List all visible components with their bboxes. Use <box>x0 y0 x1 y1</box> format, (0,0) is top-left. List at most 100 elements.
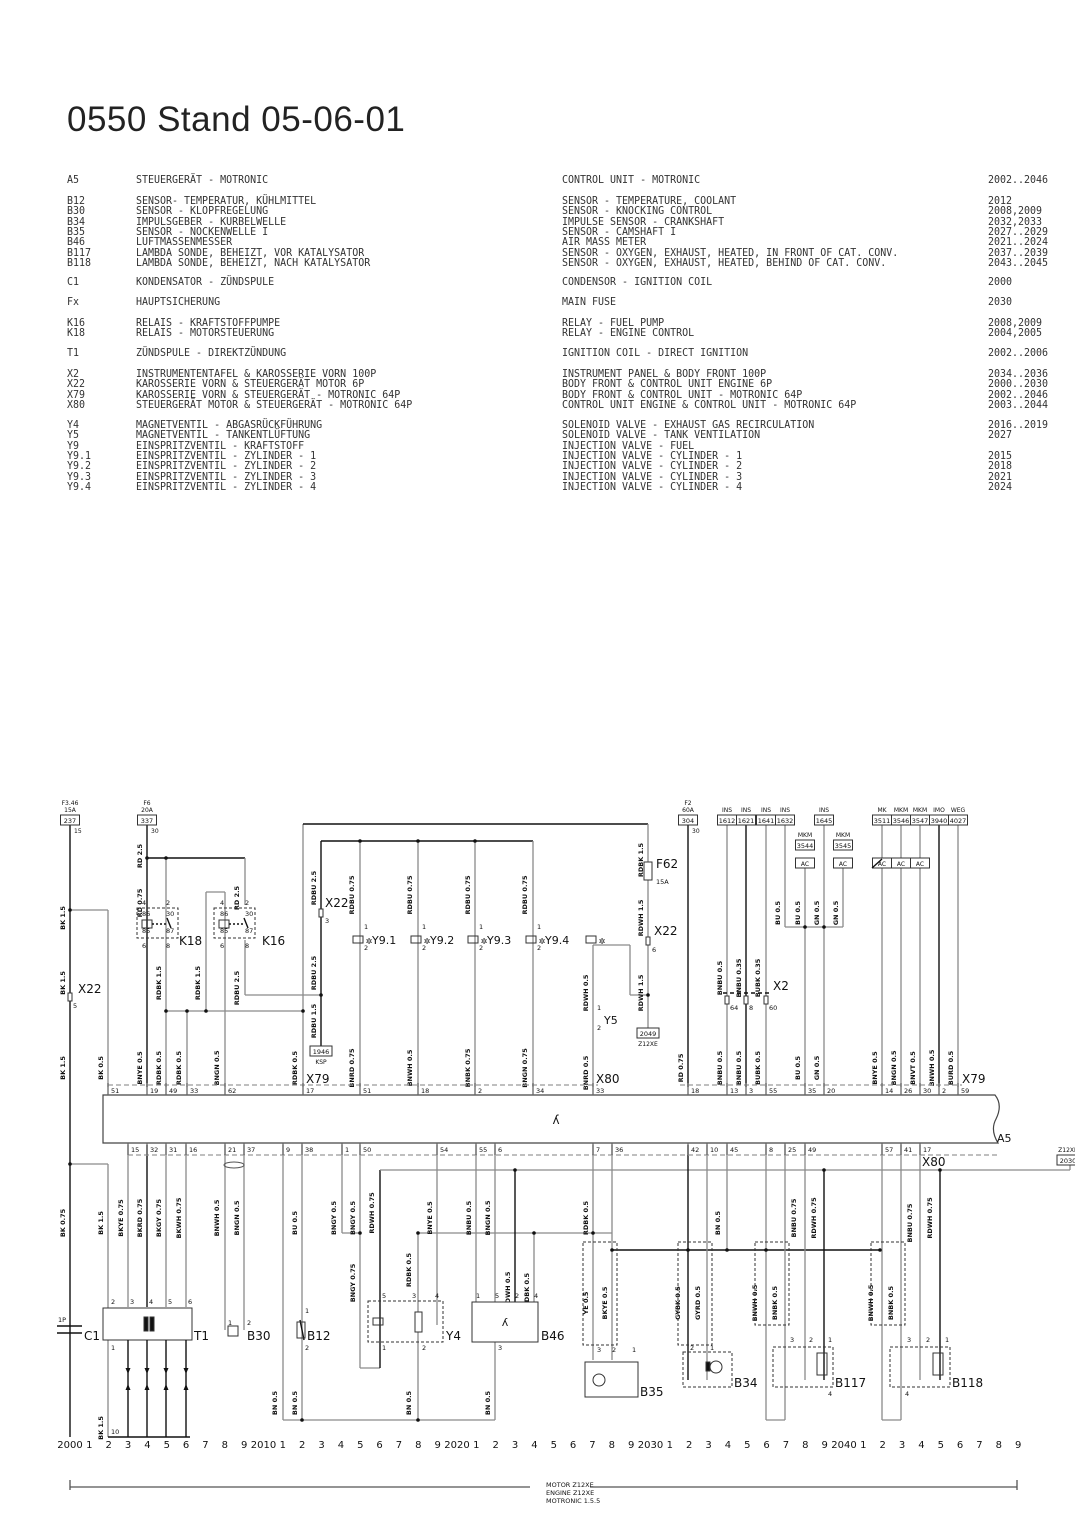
valve-icon: ✲ <box>599 937 606 946</box>
wire-label: RDBK 1.5 <box>155 965 163 1000</box>
grid-number: 2020 <box>444 1440 469 1451</box>
legend-code: B35 <box>67 225 86 238</box>
supply-box-number: 4027 <box>950 817 967 825</box>
ecu-pin-number: 41 <box>904 1146 912 1154</box>
supply-box-number: 3544 <box>797 842 814 850</box>
ecu-pin-number: 10 <box>710 1146 718 1154</box>
legend-en: BODY FRONT & CONTROL UNIT - MOTRONIC 64P <box>562 388 803 401</box>
supply-box-number: 337 <box>141 817 153 825</box>
legend-code: B118 <box>67 256 92 269</box>
component-pin: 2 <box>926 1336 930 1344</box>
legend-en: INJECTION VALVE - CYLINDER - 1 <box>562 449 743 462</box>
wire-label: BURD 0.5 <box>947 1050 955 1085</box>
legend-code: X2 <box>67 368 80 380</box>
injector-coil-icon <box>467 935 479 944</box>
magnet-icon <box>705 1361 711 1372</box>
valve-icon: ✲ <box>481 937 488 946</box>
b117-shield <box>754 1241 790 1326</box>
supply-box-number: 1621 <box>738 817 755 825</box>
component-label: Y9.3 <box>486 934 511 947</box>
wire-label: BK 1.5 <box>59 906 67 930</box>
ac-label: AC <box>801 861 809 868</box>
component-pin: 2 <box>537 944 541 952</box>
legend-en: SENSOR - OXYGEN, EXHAUST, HEATED, BEHIND… <box>562 256 887 269</box>
b118-shield <box>870 1241 906 1326</box>
grid-number: 2 <box>493 1440 499 1451</box>
ecu-symbol-icon: ʎ <box>552 1113 559 1127</box>
wire-label: BNBU 0.35 <box>735 958 743 997</box>
wire-label: RDBU 0.75 <box>521 875 529 914</box>
junction-dot <box>185 1009 189 1013</box>
grid-number: 3 <box>512 1440 518 1451</box>
spark-arrow-icon <box>183 1368 189 1390</box>
ecu-pin-number: 15 <box>131 1146 139 1154</box>
reference-sub: Z12XE <box>638 1041 658 1048</box>
legend-de: RELAIS - MOTORSTEUERUNG <box>136 327 275 340</box>
ecu-pin-number: 49 <box>808 1146 816 1154</box>
b117-box <box>772 1346 834 1388</box>
wire-label: BNBU 0.75 <box>790 1198 798 1237</box>
junction-dot <box>686 1248 690 1252</box>
component-pin: 2 <box>247 1319 251 1327</box>
ac-box <box>795 857 815 869</box>
wire-label: BNWH 0.5 <box>867 1284 875 1321</box>
component-pin: 85 <box>142 927 150 935</box>
wire-label: BN 0.5 <box>714 1210 722 1235</box>
legend-code: Y9.4 <box>67 480 92 493</box>
ecu-pin-number: 9 <box>286 1146 290 1154</box>
reference-number: 2030 <box>1060 1157 1075 1165</box>
ecu-pin-number: 51 <box>111 1087 119 1095</box>
heater-icon <box>816 1352 828 1376</box>
wire-label: RDBK 0.5 <box>291 1050 299 1085</box>
ecu-pin-number: 45 <box>730 1146 738 1154</box>
supply-label: INS <box>761 807 771 814</box>
grid-number: 6 <box>957 1440 963 1451</box>
legend-code: B30 <box>67 205 86 218</box>
b46-box <box>471 1301 539 1343</box>
component-label: B12 <box>307 1329 331 1343</box>
wire-label: RDBK 1.5 <box>194 965 202 1000</box>
legend-de: KAROSSERIE VORN & STEUERGERÄT MOTOR 6P <box>136 378 365 391</box>
wire-label: BNBU 0.5 <box>465 1200 473 1235</box>
legend-en: SOLENOID VALVE - EXHAUST GAS RECIRCULATI… <box>562 419 815 431</box>
wire-label: BK 1.5 <box>97 1211 105 1235</box>
supply-box-number: 304 <box>682 817 694 825</box>
wire-label: BUBK 0.35 <box>754 958 762 997</box>
supply-box <box>795 839 815 851</box>
ac-label: AC <box>916 861 924 868</box>
legend-code: Y9 <box>67 439 80 452</box>
wire-label: BU 0.5 <box>291 1211 299 1235</box>
component-pin: 1 <box>710 1344 714 1352</box>
legend-code: Y9.3 <box>67 470 92 483</box>
wire-label: BNYE 0.5 <box>871 1051 879 1085</box>
spark-arrow-icon <box>144 1368 150 1390</box>
supply-label: MK <box>877 807 887 814</box>
component-label: B117 <box>835 1376 866 1390</box>
legend-en: BODY FRONT & CONTROL UNIT ENGINE 6P <box>562 378 773 391</box>
legend-code: Y4 <box>67 419 80 431</box>
grid-number: 4 <box>918 1440 924 1451</box>
component-pin: 4 <box>142 899 146 907</box>
ecu-pin-number: 18 <box>421 1087 429 1095</box>
component-pin: 2 <box>111 1298 115 1306</box>
legend-pages: 2037..2039 <box>988 246 1049 259</box>
wire-label: RDBK 1.5 <box>637 842 645 877</box>
ecu-pin-number: 2 <box>478 1087 482 1095</box>
legend-en: SENSOR - OXYGEN, EXHAUST, HEATED, IN FRO… <box>562 246 899 259</box>
reference-box <box>309 1045 333 1057</box>
connector-pin-icon <box>645 936 651 946</box>
supply-label: 60A <box>682 807 695 814</box>
supply-label: INS <box>741 807 751 814</box>
component-label: X2 <box>773 979 789 993</box>
wire-label: BNWH 0.5 <box>751 1284 759 1321</box>
connector-pin-icon <box>318 908 324 918</box>
junction-dot <box>416 1231 420 1235</box>
wire-label: RDBU 0.75 <box>406 875 414 914</box>
grid-number: 1 <box>667 1440 673 1451</box>
supply-box <box>948 814 968 826</box>
component-pin: 3 <box>325 917 329 925</box>
y4-coil-icon <box>372 1317 384 1326</box>
component-label: Y9.4 <box>544 934 569 947</box>
wire-label: RDBK 0.5 <box>175 1050 183 1085</box>
